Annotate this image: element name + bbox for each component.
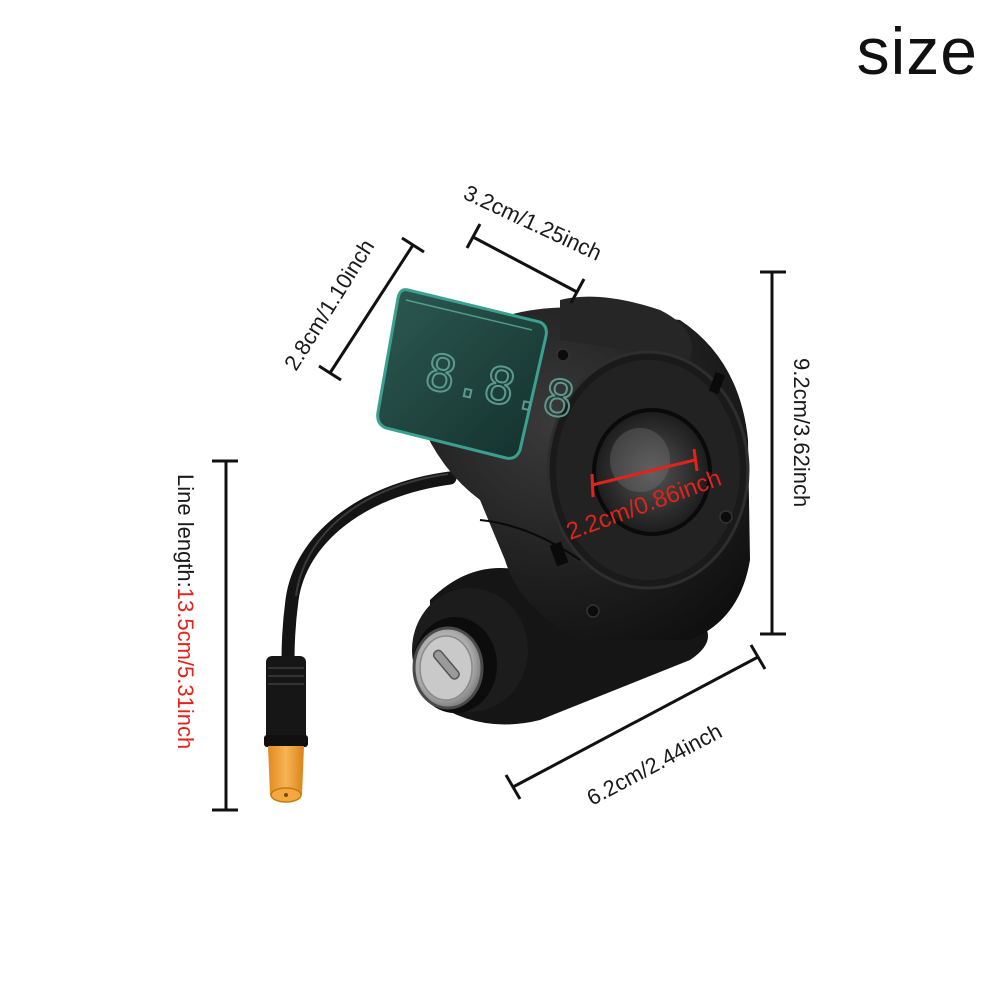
base-width-label: 6.2cm/2.44inch <box>583 718 726 810</box>
key-lock[interactable] <box>412 626 484 710</box>
display-height-label: 2.8cm/1.10inch <box>279 235 379 375</box>
total-height-dimension: 9.2cm/3.62inch <box>760 270 814 636</box>
display-width-dimension: 3.2cm/1.25inch <box>460 180 606 304</box>
svg-text:Line length:13.5cm/5.31inch: Line length:13.5cm/5.31inch <box>173 474 198 749</box>
screw-icon <box>556 348 570 362</box>
cable <box>281 471 457 667</box>
display-width-label: 3.2cm/1.25inch <box>460 180 606 266</box>
screw-icon <box>586 604 600 618</box>
line-length-label: Line length: <box>173 474 198 588</box>
screw-icon <box>719 510 733 524</box>
cable-connector <box>264 656 308 803</box>
page-title: size <box>856 14 978 88</box>
line-length-dimension: Line length:13.5cm/5.31inch <box>173 459 238 812</box>
total-height-label: 9.2cm/3.62inch <box>789 358 814 507</box>
line-length-value: 13.5cm/5.31inch <box>173 588 198 749</box>
handlebar-bore <box>592 408 712 536</box>
